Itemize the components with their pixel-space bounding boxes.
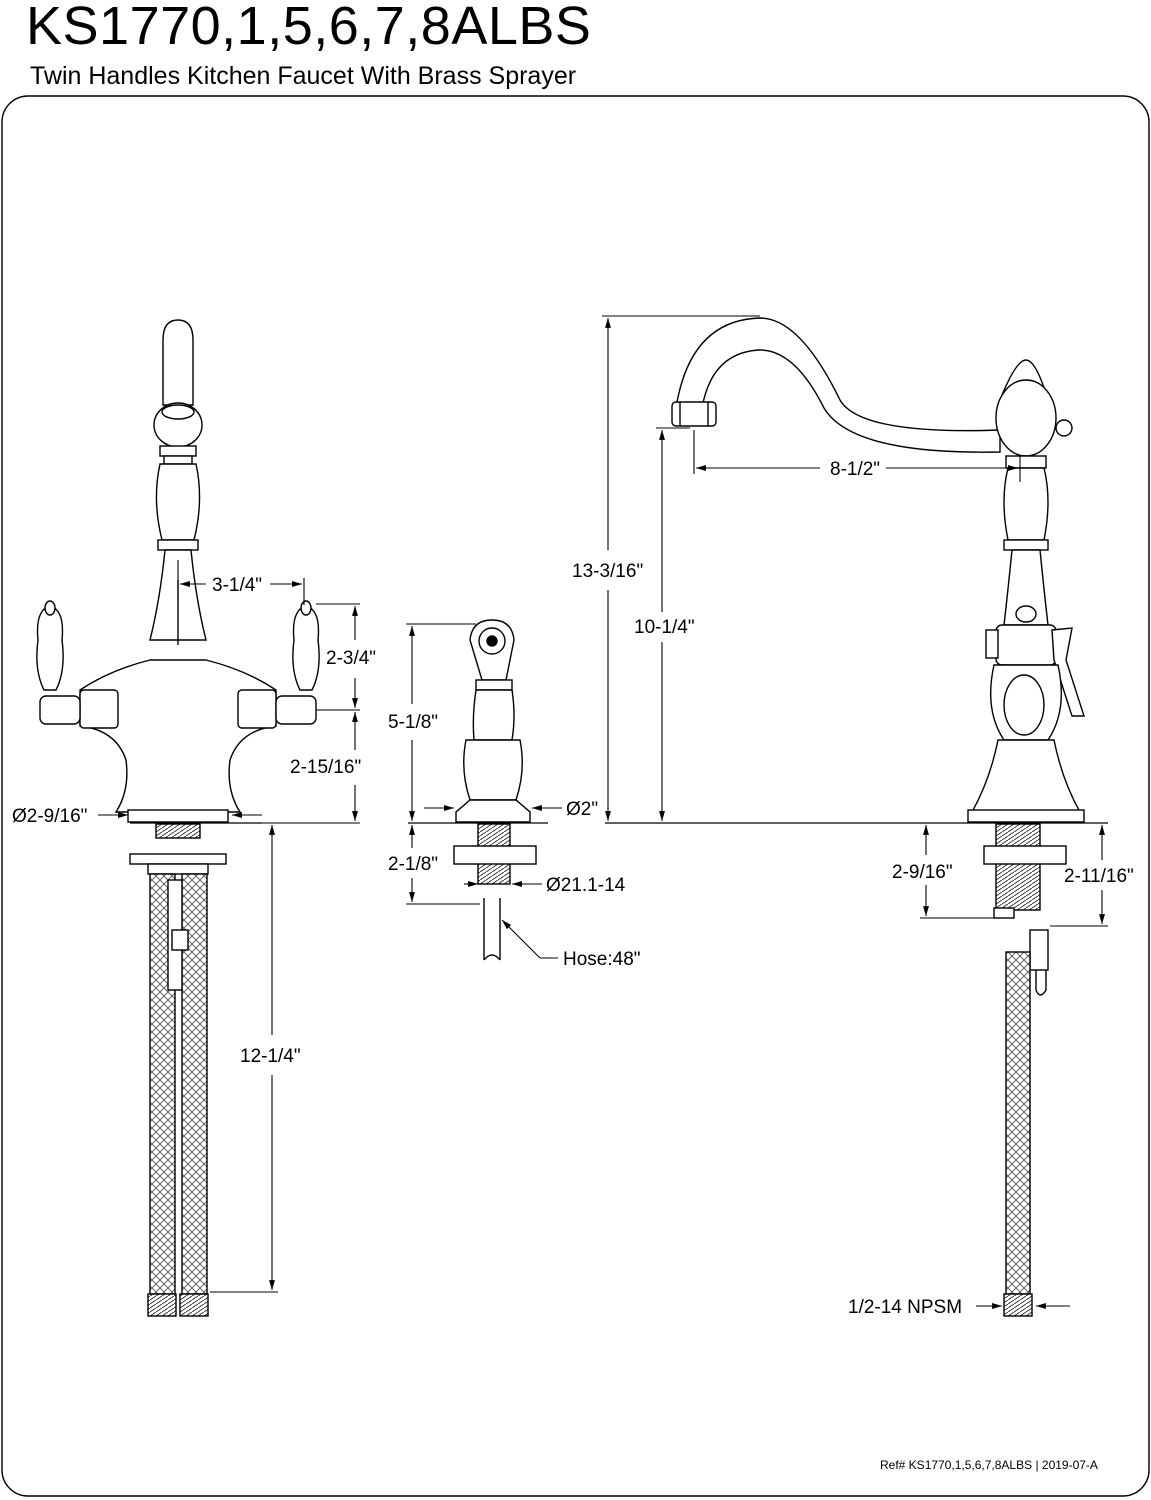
drawing-subtitle: Twin Handles Kitchen Faucet With Brass S… <box>30 62 577 90</box>
faucet-side-view <box>671 317 1085 1317</box>
sprayer <box>453 619 537 961</box>
drawing-title: KS1770,1,5,6,7,8ALBS <box>26 0 592 56</box>
dim-spout-height: 10-1/4" <box>634 617 695 638</box>
dim-sprayer-base: Ø2" <box>566 799 598 820</box>
dim-body-height: 2-15/16" <box>290 757 361 778</box>
dim-shank-length: 2-9/16" <box>892 862 953 883</box>
dim-handle-spread: 3-1/4" <box>212 575 262 596</box>
dim-total-height: 13-3/16" <box>572 561 643 582</box>
dim-spout-reach: 8-1/2" <box>830 459 880 480</box>
dim-hose-length: Hose:48" <box>563 949 641 970</box>
faucet-front-view <box>36 319 320 1317</box>
dim-sprayer-shank: 2-1/8" <box>388 854 438 875</box>
dim-sprayer-height: 5-1/8" <box>388 712 438 733</box>
dim-sprayer-thread: Ø21.1-14 <box>546 875 626 896</box>
dim-supply-length: 12-1/4" <box>240 1046 301 1067</box>
dimension-lines <box>98 315 1108 1309</box>
dim-base-diameter: Ø2-9/16" <box>12 806 87 827</box>
dim-connection: 1/2-14 NPSM <box>848 1297 962 1318</box>
drawing-frame <box>1 95 1150 1497</box>
dim-shank-length-2: 2-11/16" <box>1064 866 1134 887</box>
dim-handle-height: 2-3/4" <box>326 648 376 669</box>
reference-number: Ref# KS1770,1,5,6,7,8ALBS | 2019-07-A <box>880 1458 1098 1472</box>
